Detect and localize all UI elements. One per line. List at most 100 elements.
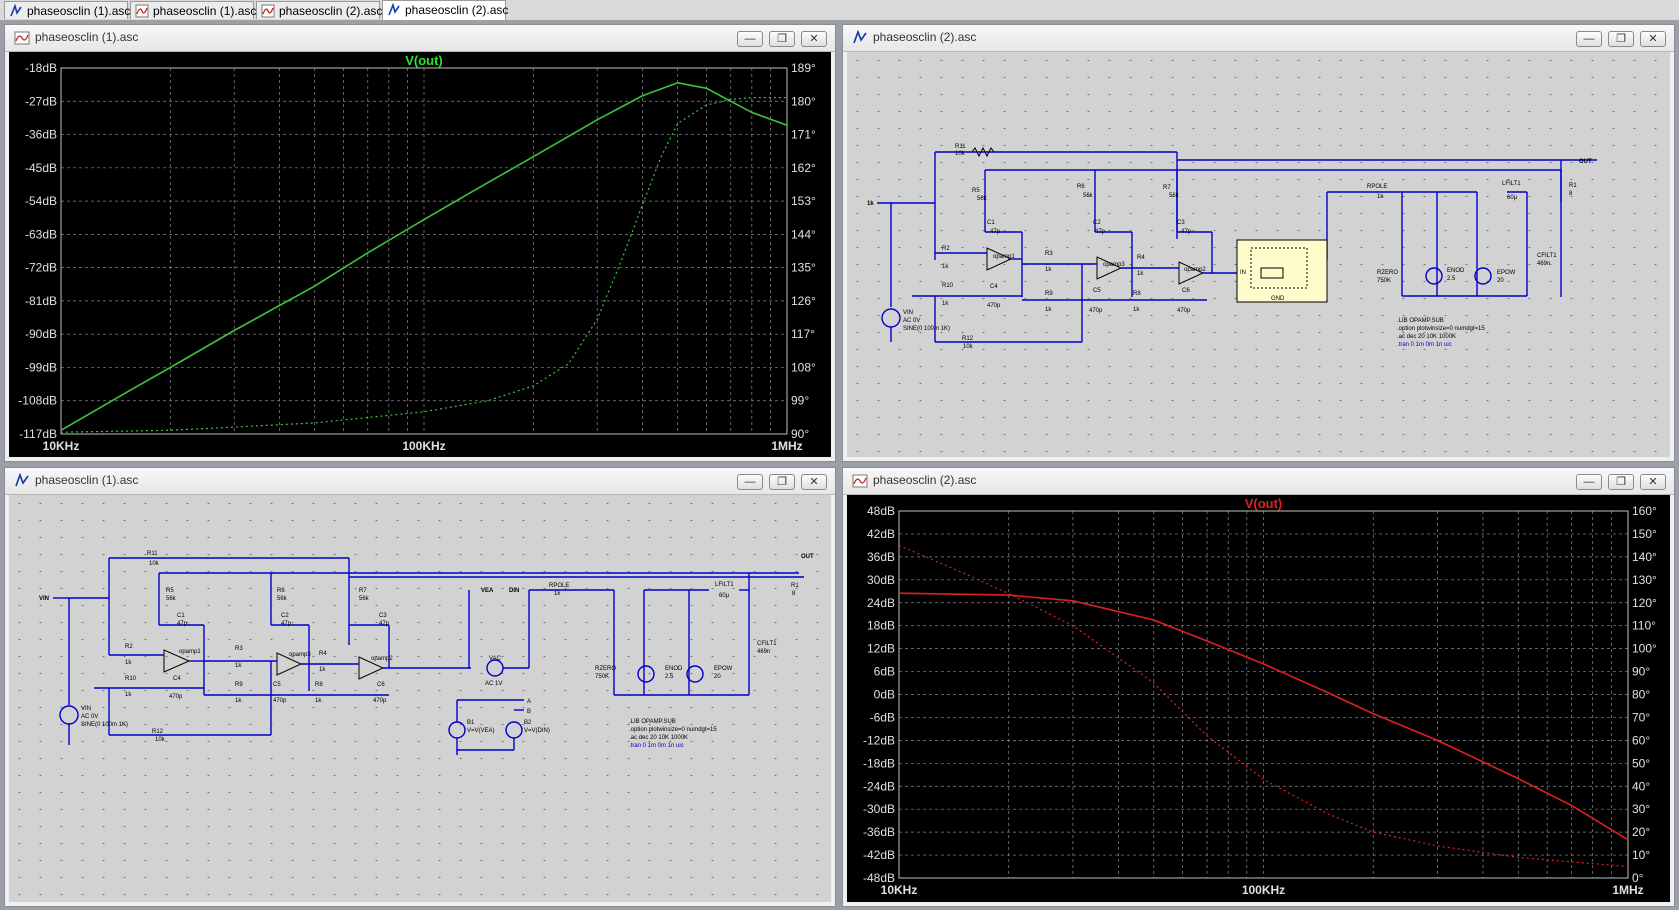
minimize-button[interactable]: — (1576, 31, 1602, 47)
waveform-icon (852, 474, 868, 488)
x-tick-label: 10KHz (43, 439, 80, 453)
y-tick-label-right: 110° (1632, 619, 1656, 633)
y-tick-label-left: 42dB (867, 527, 895, 541)
window-titlebar[interactable]: phaseosclin (2).asc — ❐ ✕ (843, 468, 1674, 495)
tab-waveform-2[interactable]: phaseosclin (2).asc (256, 1, 382, 19)
schematic-label: R2 (942, 246, 950, 252)
close-button[interactable]: ✕ (801, 31, 827, 47)
y-tick-label-left: -45dB (25, 161, 57, 175)
window-titlebar[interactable]: phaseosclin (2).asc —❐✕ (843, 25, 1674, 52)
y-tick-label-right: 50° (1632, 756, 1650, 770)
schematic-label: C3 (379, 613, 387, 619)
schematic-label: 1k (1045, 307, 1052, 313)
schematic-label: 60µ (719, 593, 730, 599)
schematic-label: 1k (1133, 307, 1140, 313)
y-tick-label-left: -63dB (25, 227, 57, 241)
schematic-canvas[interactable]: 1k R11 10k R5 56k R6 56k R7 56k C1 47p C… (847, 52, 1670, 457)
x-tick-label: 100KHz (1242, 883, 1285, 897)
schematic-label: 60µ (1507, 195, 1518, 201)
y-tick-label-left: 18dB (867, 619, 895, 633)
close-button[interactable]: ✕ (1640, 31, 1666, 47)
schematic-label: R5 (166, 588, 174, 594)
y-tick-label-left: -108dB (18, 394, 57, 408)
y-tick-label-left: -99dB (25, 360, 57, 374)
y-tick-label-right: 153° (791, 194, 816, 208)
schematic-label: C2 (1093, 220, 1101, 226)
schematic-drawing[interactable]: VIN R11 10k R5 56k R6 56k R7 56k C1 47p … (9, 495, 833, 901)
schematic-window-1[interactable]: phaseosclin (1).asc —❐✕ (4, 467, 836, 907)
spice-directive: .tran 0 1m 0m 1n uic (629, 743, 684, 749)
schematic-label: ENOD (665, 666, 683, 672)
schematic-label: B (527, 709, 531, 715)
source-icon (637, 665, 655, 683)
schematic-drawing[interactable]: 1k R11 10k R5 56k R6 56k R7 56k C1 47p C… (847, 52, 1672, 456)
schematic-canvas[interactable]: VIN R11 10k R5 56k R6 56k R7 56k C1 47p … (9, 495, 831, 902)
schematic-label: CFILT1 (757, 641, 777, 647)
y-tick-label-left: 24dB (867, 596, 895, 610)
schematic-label: C4 (173, 676, 181, 682)
x-tick-label: 1MHz (771, 439, 802, 453)
restore-button[interactable]: ❐ (769, 31, 795, 47)
minimize-button[interactable]: — (737, 474, 763, 490)
trace-magnitude[interactable] (60, 81, 788, 431)
schematic-label: 469n (757, 649, 770, 655)
restore-button[interactable]: ❐ (1608, 474, 1634, 490)
schematic-label: 8 (792, 591, 796, 597)
schematic-label: OUT (1579, 159, 1592, 165)
schematic-label: R11 (955, 144, 966, 150)
schematic-label: 2.5 (665, 674, 674, 680)
y-tick-label-right: 162° (791, 161, 816, 175)
tab-waveform-1[interactable]: phaseosclin (1).asc (130, 1, 256, 19)
spice-directive: .tran 0 1m 0m 1n uic (1397, 342, 1452, 348)
schematic-label: C6 (377, 682, 385, 688)
schematic-label: AC 1V (485, 681, 502, 687)
window-titlebar[interactable]: phaseosclin (1).asc —❐✕ (5, 468, 835, 495)
close-button[interactable]: ✕ (801, 474, 827, 490)
subcircuit-block[interactable] (1236, 239, 1328, 303)
restore-button[interactable]: ❐ (1608, 31, 1634, 47)
schematic-label: 47p (1181, 229, 1192, 235)
schematic-label: C4 (990, 284, 998, 290)
close-button[interactable]: ✕ (1640, 474, 1666, 490)
y-tick-label-right: 135° (791, 261, 816, 275)
schematic-label: A (527, 699, 531, 705)
schematic-label: 56k (277, 596, 288, 602)
schematic-label: EPOW (1497, 270, 1516, 276)
tab-schematic-1[interactable]: phaseosclin (1).asc (4, 1, 130, 19)
schematic-icon (388, 3, 400, 16)
schematic-label: 47p (990, 229, 1001, 235)
y-tick-label-right: 126° (791, 294, 816, 308)
minimize-button[interactable]: — (1576, 474, 1602, 490)
schematic-label: R6 (277, 588, 285, 594)
restore-button[interactable]: ❐ (769, 474, 795, 490)
schematic-label: 56k (1083, 193, 1094, 199)
schematic-label: opamp2 (1184, 267, 1206, 273)
schematic-label: B1 (467, 720, 475, 726)
minimize-button[interactable]: — (737, 31, 763, 47)
trace-phase[interactable] (898, 544, 1629, 868)
schematic-window-2[interactable]: phaseosclin (2).asc —❐✕ (842, 24, 1675, 462)
schematic-label: R4 (1137, 255, 1145, 261)
y-tick-label-right: 90° (791, 427, 809, 441)
window-title: phaseosclin (2).asc (873, 473, 977, 487)
schematic-label: C1 (177, 613, 185, 619)
schematic-label: OUT (801, 554, 814, 560)
y-tick-label-left: -36dB (25, 128, 57, 142)
window-title: phaseosclin (1).asc (35, 30, 139, 44)
y-tick-label-right: 70° (1632, 710, 1650, 724)
schematic-label: V=V(DIN) (524, 728, 550, 734)
schematic-label: 1k (319, 667, 326, 673)
schematic-label: R4 (319, 651, 327, 657)
y-tick-label-left: -48dB (863, 871, 895, 885)
schematic-label: VIN (39, 596, 49, 602)
window-titlebar[interactable]: phaseosclin (1).asc — ❐ ✕ (5, 25, 835, 52)
tab-schematic-2[interactable]: phaseosclin (2).asc (382, 0, 508, 20)
schematic-label: 1k (942, 264, 949, 270)
trace-magnitude[interactable] (898, 592, 1629, 841)
